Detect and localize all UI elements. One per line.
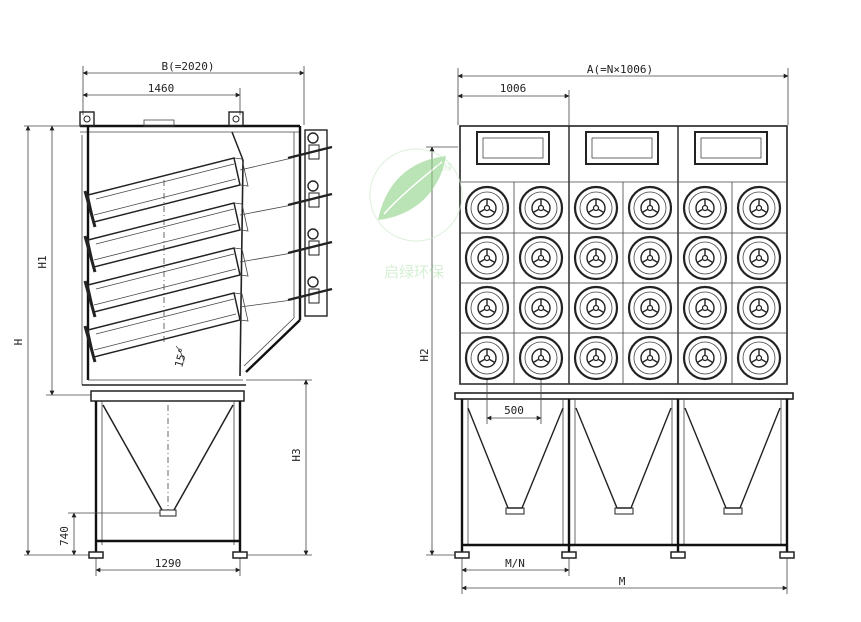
label-base-height: 740 <box>58 526 71 546</box>
label-angle: 15° <box>172 346 190 369</box>
pulse-valves <box>239 129 333 317</box>
dim-hopper-height: H3 <box>246 379 312 556</box>
label-hopper-height: H3 <box>290 448 303 461</box>
label-spacing: 500 <box>504 404 524 417</box>
dim-overall-width: B(=2020) <box>82 60 305 125</box>
label-base-total: M <box>619 575 626 588</box>
label-front-height: H2 <box>418 348 431 361</box>
label-base-module: M/N <box>505 557 525 570</box>
label-top-width: 1460 <box>148 82 175 95</box>
front-view: A(=N×1006) 1006 <box>418 63 795 594</box>
dim-module-width: 1006 <box>457 82 570 125</box>
side-cartridges: 15° <box>83 156 250 369</box>
front-windows <box>476 131 768 165</box>
side-hopper <box>88 390 248 559</box>
label-upper-height: H1 <box>36 255 49 268</box>
dim-base-width: 1290 <box>95 557 241 576</box>
label-overall-width: B(=2020) <box>162 60 215 73</box>
watermark-logo: 启绿 启绿环保 <box>369 148 463 281</box>
watermark-text: 启绿环保 <box>384 263 444 281</box>
front-base <box>454 392 795 559</box>
dim-spacing: 500 <box>486 380 542 424</box>
side-view: B(=2020) 1460 <box>12 60 333 576</box>
dim-heights-left: H H1 740 <box>12 125 160 556</box>
dim-front-overall-width: A(=N×1006) <box>457 63 789 125</box>
label-base-width: 1290 <box>155 557 182 570</box>
label-front-overall-width: A(=N×1006) <box>587 63 653 76</box>
dim-front-height: H2 <box>418 146 458 556</box>
label-module-width: 1006 <box>500 82 527 95</box>
dim-base-module: M/N <box>461 557 570 594</box>
label-total-height: H <box>12 339 25 346</box>
dim-top-width: 1460 <box>82 82 241 115</box>
watermark-small-text: 启绿 <box>436 162 452 172</box>
side-housing <box>79 111 302 386</box>
dim-base-total: M <box>461 558 788 594</box>
front-casing <box>459 125 788 385</box>
